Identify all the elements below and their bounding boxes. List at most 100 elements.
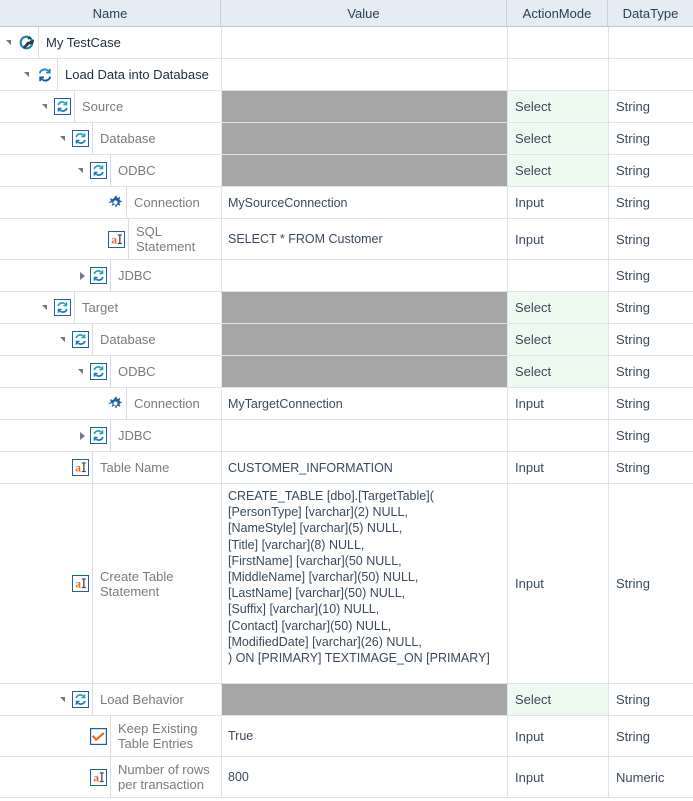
name-cell[interactable]: Target: [0, 292, 221, 323]
actionmode-cell[interactable]: Select: [507, 356, 608, 387]
actionmode-cell[interactable]: Select: [507, 91, 608, 122]
value-cell[interactable]: 800: [221, 757, 507, 797]
column-header-actionmode[interactable]: ActionMode: [507, 0, 608, 26]
column-header-datatype[interactable]: DataType: [622, 5, 679, 21]
actionmode-cell[interactable]: [507, 420, 608, 451]
value-cell[interactable]: True: [221, 716, 507, 756]
actionmode-cell[interactable]: Input: [507, 757, 608, 797]
value-cell[interactable]: MySourceConnection: [221, 187, 507, 218]
table-row[interactable]: JDBC String: [0, 260, 693, 292]
datatype-cell[interactable]: String: [608, 356, 693, 387]
name-cell[interactable]: JDBC: [0, 260, 221, 291]
actionmode-cell[interactable]: Input: [507, 187, 608, 218]
name-cell[interactable]: Database: [0, 324, 221, 355]
value-cell[interactable]: [221, 260, 507, 291]
collapse-triangle-icon[interactable]: [41, 101, 52, 112]
name-cell[interactable]: ODBC: [0, 356, 221, 387]
value-cell[interactable]: CREATE_TABLE [dbo].[TargetTable]( [Perso…: [221, 484, 507, 683]
collapse-triangle-icon[interactable]: [59, 694, 70, 705]
collapse-triangle-icon[interactable]: [77, 165, 88, 176]
actionmode-cell[interactable]: [507, 260, 608, 291]
value-cell[interactable]: [221, 420, 507, 451]
name-cell[interactable]: ODBC: [0, 155, 221, 186]
datatype-cell[interactable]: String: [608, 155, 693, 186]
actionmode-cell[interactable]: Select: [507, 292, 608, 323]
name-cell[interactable]: Keep Existing Table Entries: [0, 716, 221, 756]
collapse-triangle-icon[interactable]: [5, 37, 16, 48]
collapse-triangle-icon[interactable]: [59, 334, 70, 345]
actionmode-cell[interactable]: Select: [507, 684, 608, 715]
actionmode-cell[interactable]: Input: [507, 452, 608, 483]
name-cell[interactable]: Load Data into Database: [0, 59, 221, 90]
collapse-triangle-icon[interactable]: [77, 366, 88, 377]
datatype-cell[interactable]: String: [608, 123, 693, 154]
actionmode-cell[interactable]: Input: [507, 388, 608, 419]
datatype-cell[interactable]: String: [608, 260, 693, 291]
actionmode-cell[interactable]: Select: [507, 123, 608, 154]
name-cell[interactable]: Source: [0, 91, 221, 122]
actionmode-cell[interactable]: [507, 27, 608, 58]
actionmode-cell[interactable]: Input: [507, 716, 608, 756]
actionmode-cell[interactable]: Select: [507, 324, 608, 355]
actionmode-cell[interactable]: Input: [507, 219, 608, 259]
name-cell[interactable]: Database: [0, 123, 221, 154]
datatype-cell[interactable]: [608, 27, 693, 58]
datatype-cell[interactable]: String: [608, 716, 693, 756]
datatype-cell[interactable]: Numeric: [608, 757, 693, 797]
table-row[interactable]: My TestCase: [0, 27, 693, 59]
datatype-cell[interactable]: String: [608, 388, 693, 419]
collapse-triangle-icon[interactable]: [23, 69, 34, 80]
value-cell[interactable]: CUSTOMER_INFORMATION: [221, 452, 507, 483]
datatype-cell[interactable]: String: [608, 452, 693, 483]
value-cell[interactable]: SELECT * FROM Customer: [221, 219, 507, 259]
name-cell[interactable]: Connection: [0, 187, 221, 218]
collapse-triangle-icon[interactable]: [41, 302, 52, 313]
value-cell[interactable]: MyTargetConnection: [221, 388, 507, 419]
datatype-cell[interactable]: String: [608, 420, 693, 451]
table-row[interactable]: Load Data into Database: [0, 59, 693, 91]
actionmode-cell[interactable]: [507, 59, 608, 90]
value-cell[interactable]: [221, 59, 507, 90]
actionmode-cell[interactable]: Input: [507, 484, 608, 683]
name-cell[interactable]: JDBC: [0, 420, 221, 451]
expand-triangle-icon[interactable]: [77, 270, 88, 281]
datatype-cell[interactable]: String: [608, 219, 693, 259]
collapse-triangle-icon[interactable]: [59, 133, 70, 144]
datatype-cell[interactable]: String: [608, 292, 693, 323]
value-cell[interactable]: [221, 27, 507, 58]
expand-triangle-icon[interactable]: [77, 430, 88, 441]
datatype-cell[interactable]: String: [608, 187, 693, 218]
datatype-cell[interactable]: String: [608, 684, 693, 715]
indent-spacer: [0, 239, 95, 240]
table-row[interactable]: JDBC String: [0, 420, 693, 452]
column-header-value[interactable]: Value: [221, 0, 507, 26]
datatype-cell[interactable]: [608, 59, 693, 90]
actionmode-cell[interactable]: Select: [507, 155, 608, 186]
name-cell[interactable]: Load Behavior: [0, 684, 221, 715]
name-cell[interactable]: My TestCase: [0, 27, 221, 58]
column-header-name[interactable]: Name: [0, 0, 221, 26]
datatype-cell[interactable]: String: [608, 324, 693, 355]
datatype-cell[interactable]: String: [608, 91, 693, 122]
datatype-cell[interactable]: String: [608, 484, 693, 683]
name-cell[interactable]: Connection: [0, 388, 221, 419]
